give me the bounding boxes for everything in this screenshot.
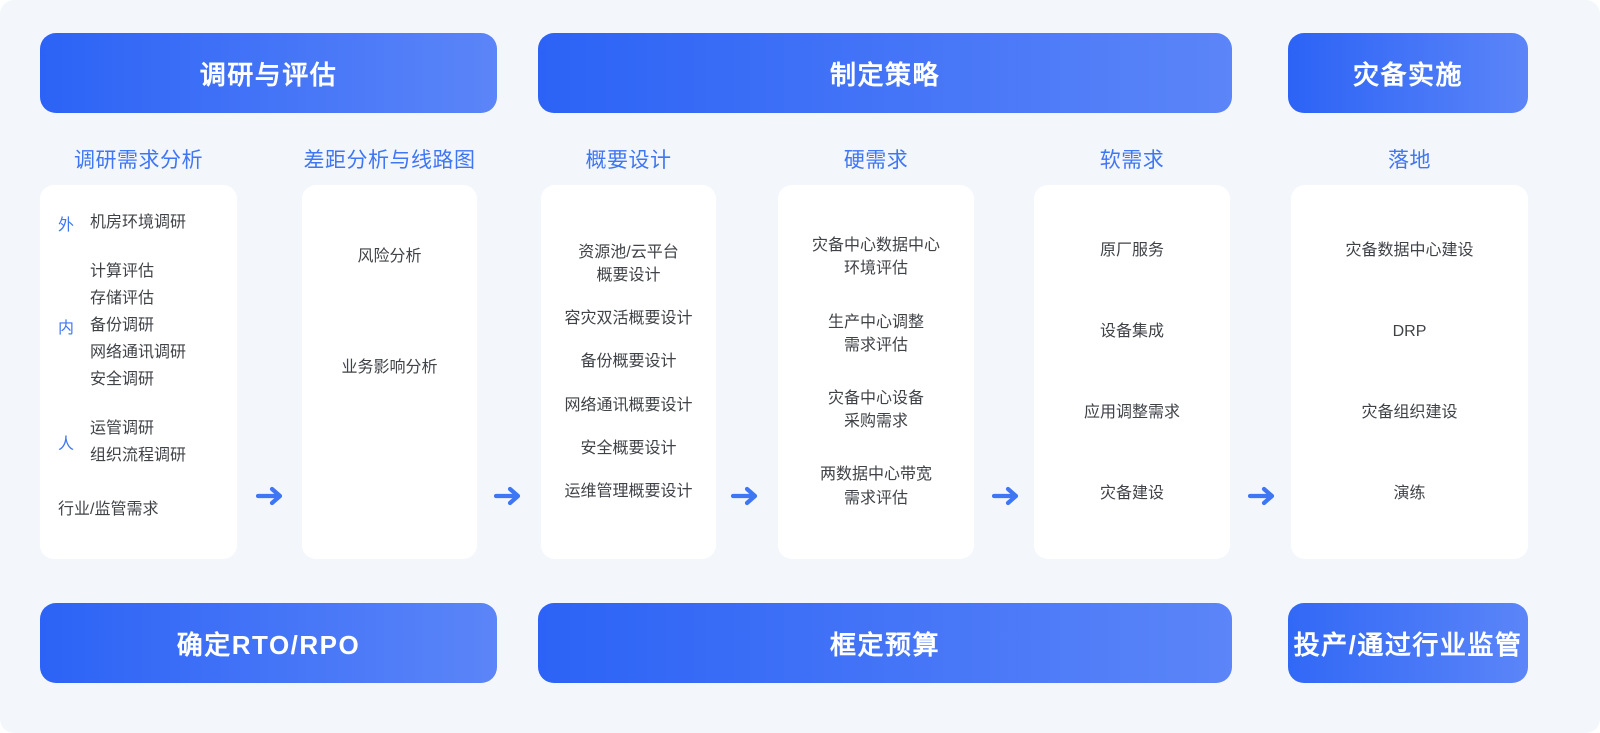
- category-items: 机房环境调研: [90, 209, 186, 236]
- outcome-banner-budget[interactable]: 框定预算: [538, 603, 1232, 683]
- column-title: 软需求: [1099, 149, 1165, 172]
- outcome-banner-regulatory[interactable]: 投产/通过行业监管: [1288, 603, 1528, 683]
- column-research-requirements: 调研需求分析 外 机房环境调研 内 计算评估 存储评估 备份调研 网络通讯调研: [40, 133, 237, 559]
- phase-banner-research[interactable]: 调研与评估: [40, 33, 497, 113]
- list-item: 运管调研: [90, 420, 155, 437]
- list-item: 资源池/云平台 概要设计: [578, 243, 679, 285]
- column-outline-design: 概要设计 资源池/云平台 概要设计 容灾双活概要设计 备份概要设计 网络通讯概要…: [541, 133, 716, 559]
- column-card[interactable]: 资源池/云平台 概要设计 容灾双活概要设计 备份概要设计 网络通讯概要设计 安全…: [541, 185, 716, 559]
- outcome-banner-label: 确定RTO/RPO: [176, 629, 361, 660]
- column-title: 落地: [1388, 149, 1431, 172]
- column-card[interactable]: 风险分析 业务影响分析: [302, 185, 477, 559]
- phase-banner-label: 调研与评估: [199, 59, 338, 90]
- category-label: 内: [58, 319, 75, 337]
- outcome-banner-label: 投产/通过行业监管: [1293, 629, 1523, 660]
- category-group-external: 外 机房环境调研: [56, 209, 221, 236]
- column-title: 硬需求: [843, 149, 909, 172]
- column-card[interactable]: 灾备数据中心建设 DRP 灾备组织建设 演练: [1291, 185, 1528, 559]
- arrow-right-icon: [490, 478, 526, 514]
- category-group-internal: 内 计算评估 存储评估 备份调研 网络通讯调研 安全调研: [56, 258, 221, 393]
- column-title: 调研需求分析: [74, 149, 203, 172]
- column-title: 差距分析与线路图: [303, 149, 476, 172]
- column-landing: 落地 灾备数据中心建设 DRP 灾备组织建设 演练: [1291, 133, 1528, 559]
- list-item: 灾备组织建设: [1361, 404, 1458, 421]
- list-item: 组织流程调研: [90, 447, 187, 464]
- list-item: 风险分析: [357, 248, 422, 265]
- list-item: 安全调研: [90, 371, 155, 388]
- list-item: 业务影响分析: [341, 359, 438, 377]
- card-item-list: 原厂服务 设备集成 应用调整需求 灾备建设: [1034, 185, 1230, 559]
- outcome-banner-rto-rpo[interactable]: 确定RTO/RPO: [40, 603, 497, 683]
- list-item: 计算评估: [90, 263, 155, 280]
- outcome-banner-row: 确定RTO/RPO 框定预算 投产/通过行业监管: [0, 603, 1600, 683]
- list-item: 备份概要设计: [580, 353, 677, 371]
- column-row: 调研需求分析 外 机房环境调研 内 计算评估 存储评估 备份调研 网络通讯调研: [0, 133, 1600, 588]
- column-title: 概要设计: [585, 149, 672, 172]
- category-label: 外: [58, 216, 75, 234]
- list-item: 存储评估: [90, 290, 155, 307]
- list-item: 生产中心调整 需求评估: [827, 313, 924, 354]
- card-item-list: 灾备数据中心建设 DRP 灾备组织建设 演练: [1291, 185, 1528, 559]
- list-item: 应用调整需求: [1083, 404, 1180, 421]
- column-gap-analysis: 差距分析与线路图 风险分析 业务影响分析: [302, 133, 477, 559]
- category-items: 运管调研 组织流程调研: [90, 415, 186, 469]
- phase-banner-row: 调研与评估 制定策略 灾备实施: [0, 33, 1600, 113]
- category-group-people: 人 运管调研 组织流程调研: [56, 415, 221, 469]
- list-item: 演练: [1393, 485, 1426, 503]
- card-item-list: 灾备中心数据中心 环境评估 生产中心调整 需求评估 灾备中心设备 采购需求 两数…: [778, 185, 974, 559]
- phase-banner-label: 制定策略: [829, 59, 940, 90]
- list-item: 灾备建设: [1099, 485, 1164, 503]
- list-item: DRP: [1392, 322, 1427, 340]
- list-item: 原厂服务: [1099, 241, 1164, 259]
- column-hard-requirements: 硬需求 灾备中心数据中心 环境评估 生产中心调整 需求评估 灾备中心设备 采购需…: [778, 133, 974, 559]
- arrow-right-icon: [1244, 478, 1280, 514]
- list-item: 备份调研: [90, 317, 155, 334]
- outcome-banner-label: 框定预算: [829, 629, 940, 660]
- list-item: 运维管理概要设计: [564, 482, 693, 500]
- list-item: 安全概要设计: [580, 439, 677, 457]
- category-label: 人: [58, 436, 75, 453]
- list-item: 设备集成: [1099, 322, 1164, 340]
- list-item: 容灾双活概要设计: [564, 310, 693, 328]
- list-item: 机房环境调研: [90, 214, 187, 231]
- arrow-right-icon: [727, 478, 763, 514]
- card-item-list: 资源池/云平台 概要设计 容灾双活概要设计 备份概要设计 网络通讯概要设计 安全…: [541, 185, 716, 559]
- column-card[interactable]: 原厂服务 设备集成 应用调整需求 灾备建设: [1034, 185, 1230, 559]
- category-footer-item: 行业/监管需求: [58, 501, 159, 518]
- list-item: 两数据中心带宽 需求评估: [819, 466, 932, 507]
- list-item: 网络通讯调研: [90, 344, 187, 361]
- list-item: 灾备中心数据中心 环境评估: [811, 237, 940, 278]
- column-soft-requirements: 软需求 原厂服务 设备集成 应用调整需求 灾备建设: [1034, 133, 1230, 559]
- phase-banner-label: 灾备实施: [1352, 59, 1463, 90]
- arrow-right-icon: [252, 478, 288, 514]
- list-item: 灾备中心设备 采购需求: [827, 390, 924, 431]
- column-card[interactable]: 外 机房环境调研 内 计算评估 存储评估 备份调研 网络通讯调研 安全调研: [40, 185, 237, 559]
- category-items: 计算评估 存储评估 备份调研 网络通讯调研 安全调研: [90, 258, 186, 393]
- phase-banner-strategy[interactable]: 制定策略: [538, 33, 1232, 113]
- phase-banner-implementation[interactable]: 灾备实施: [1288, 33, 1528, 113]
- column-card[interactable]: 灾备中心数据中心 环境评估 生产中心调整 需求评估 灾备中心设备 采购需求 两数…: [778, 185, 974, 559]
- arrow-right-icon: [988, 478, 1024, 514]
- list-item: 灾备数据中心建设: [1345, 241, 1474, 259]
- list-item: 网络通讯概要设计: [564, 396, 693, 414]
